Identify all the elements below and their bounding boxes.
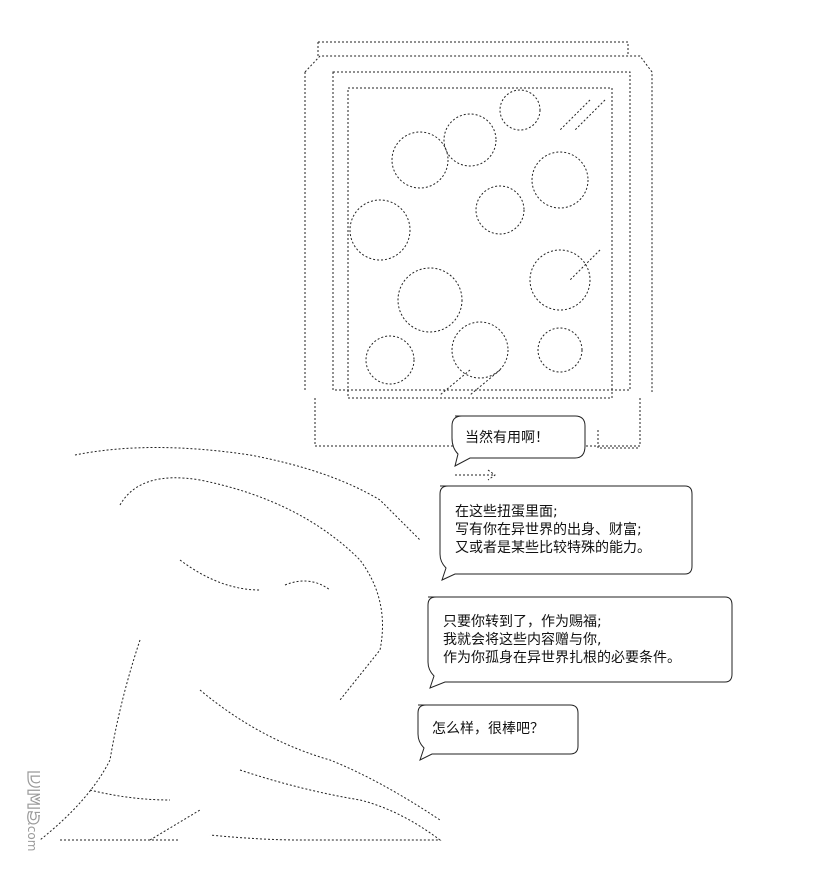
capsule [365, 335, 415, 385]
dm5-watermark-logo: DM5 .com [21, 770, 40, 851]
bubble-2-line-2: 写有你在异世界的出身、财富; [455, 522, 642, 538]
bubble-3-line-1: 只要你转到了，作为赐福; [443, 614, 602, 630]
speech-bubble-4: 怎么样，很棒吧？ [432, 720, 544, 738]
bubble-2-line-3: 又或者是某些比较特殊的能力。 [455, 540, 651, 556]
machine-outer-frame [304, 41, 653, 392]
capsule [349, 199, 411, 261]
machine-base [314, 398, 641, 447]
capsule [529, 249, 591, 311]
speech-bubble-outline-1 [451, 415, 586, 467]
bubble-2-line-1: 在这些扭蛋里面; [455, 504, 558, 520]
svg-text:DM5: DM5 [22, 770, 40, 825]
character-face [179, 559, 331, 591]
character-hand [209, 769, 442, 841]
capsule [537, 327, 583, 373]
capsule [443, 113, 497, 167]
bubble-3-line-3: 作为你孤身在异世界扎根的必要条件。 [443, 650, 681, 666]
glass-reflection [439, 99, 606, 396]
machine-base-slot [597, 430, 640, 449]
machine-inner-frame [332, 71, 631, 391]
character-body [60, 789, 201, 841]
capsule [499, 89, 541, 131]
svg-text:.com: .com [25, 822, 39, 851]
speech-bubble-2: 在这些扭蛋里面; 写有你在异世界的出身、财富; 又或者是某些比较特殊的能力。 [455, 503, 651, 557]
bubble-1-line-1: 当然有用啊！ [465, 430, 549, 446]
capsule [475, 185, 525, 235]
bubble-3-line-2: 我就会将这些内容赠与你, [443, 632, 602, 648]
capsule [531, 151, 589, 209]
character-arm [199, 689, 441, 821]
capsule [451, 321, 509, 379]
capsule [397, 267, 463, 333]
character-shoulder [39, 639, 141, 841]
bubble-4-line-1: 怎么样，很棒吧？ [432, 721, 544, 737]
machine-glass [347, 87, 613, 399]
speech-bubble-outline-3 [427, 596, 733, 689]
speech-bubble-1: 当然有用啊！ [465, 429, 549, 447]
character-head [119, 477, 383, 701]
speech-bubble-outline-2 [439, 485, 693, 581]
capsule [391, 131, 449, 189]
arrow-mark [455, 469, 496, 481]
speech-bubble-3: 只要你转到了，作为赐福; 我就会将这些内容赠与你, 作为你孤身在异世界扎根的必要… [443, 613, 681, 667]
character-hair [74, 447, 421, 541]
speech-bubble-outline-4 [417, 704, 579, 761]
